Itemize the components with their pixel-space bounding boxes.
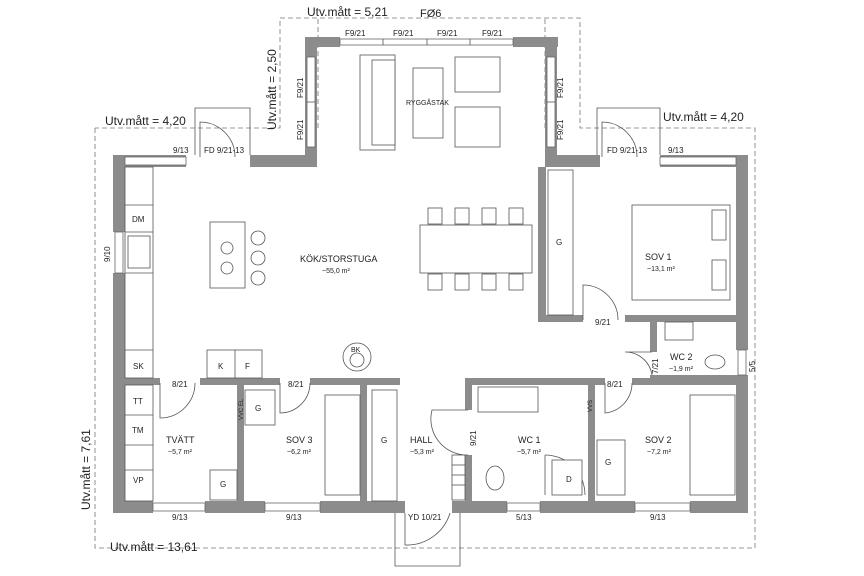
door-label: 8/21 xyxy=(288,380,304,389)
room-area: ~6,2 m² xyxy=(287,449,312,456)
window-label: 9/13 xyxy=(173,146,189,155)
room-labels: KÖK/STORSTUGA ~55,0 m² SOV 1 ~13,1 m² WC… xyxy=(166,252,694,456)
fixture-label: SK xyxy=(133,362,144,371)
fixture-label: D xyxy=(566,475,572,484)
window-label: F9/21 xyxy=(296,77,305,98)
top-depth-label: Utv.mått = 2,50 xyxy=(265,49,279,130)
fixture-label: G xyxy=(220,480,226,489)
fixture-label: TM xyxy=(132,426,144,435)
fixture-label: G xyxy=(381,436,387,445)
room-name: SOV 1 xyxy=(645,252,672,262)
fixture-label: K xyxy=(218,362,224,371)
window-label: F9/21 xyxy=(437,29,458,38)
dimension-labels: Utv.mått = 5,21 FØ6 Utv.mått = 4,20 Utv.… xyxy=(79,5,744,554)
window-label: 9/13 xyxy=(286,513,302,522)
window-label: F9/21 xyxy=(296,119,305,140)
room-name: TVÄTT xyxy=(166,435,195,445)
window-label: F9/21 xyxy=(556,77,565,98)
fixture-label: G xyxy=(605,458,611,467)
left-bay-label: Utv.mått = 4,20 xyxy=(105,114,186,128)
door-label: 8/21 xyxy=(172,380,188,389)
room-area: ~55,0 m² xyxy=(322,268,350,275)
furniture xyxy=(124,54,736,502)
room-name: SOV 3 xyxy=(286,435,313,445)
door-label: 9/21 xyxy=(595,318,611,327)
window-label: 5/5 xyxy=(748,360,757,372)
fixture-label: F xyxy=(245,362,250,371)
bay-windows xyxy=(306,38,556,148)
window-label: F9/21 xyxy=(556,119,565,140)
room-name: WC 2 xyxy=(670,352,693,362)
room-name: SOV 2 xyxy=(645,435,672,445)
window-label: 5/13 xyxy=(516,513,532,522)
right-bay-label: Utv.mått = 4,20 xyxy=(663,110,744,124)
room-area: ~5,3 m² xyxy=(410,449,435,456)
fixture-label: TT xyxy=(133,397,143,406)
door-label: YD 10/21 xyxy=(408,513,442,522)
room-name: WC 1 xyxy=(518,435,541,445)
fixture-label: G xyxy=(255,404,261,413)
fixture-label: DM xyxy=(132,215,145,224)
fixture-label: BK xyxy=(351,347,361,354)
window-label: 9/13 xyxy=(668,146,684,155)
table-label: RYGGÅSTAK xyxy=(406,98,449,107)
fixture-label: VP xyxy=(133,476,144,485)
room-area: ~13,1 m² xyxy=(647,266,675,273)
room-name: HALL xyxy=(410,435,433,445)
room-area: ~5,7 m² xyxy=(168,449,193,456)
fixture-labels: DM SK TT TM VP K F BK G G G G G D VVC EL… xyxy=(132,215,611,489)
top-width-label: Utv.mått = 5,21 xyxy=(307,5,388,19)
outer-height-label: Utv.mått = 7,61 xyxy=(79,429,93,510)
fixture-label: VVS xyxy=(588,400,594,412)
fixture-label: G xyxy=(556,238,562,247)
door-label: 8/21 xyxy=(607,380,623,389)
room-area: ~5,7 m² xyxy=(517,449,542,456)
fixture-label: VVC EL xyxy=(239,398,245,420)
fo6-label: FØ6 xyxy=(420,8,441,20)
window-label: F9/21 xyxy=(345,29,366,38)
window-label: 9/13 xyxy=(172,513,188,522)
door-label: FD 9/21-13 xyxy=(607,146,648,155)
door-label: FD 9/21-13 xyxy=(204,146,245,155)
door-label: 7/21 xyxy=(651,358,660,374)
window-labels: F9/21 F9/21 F9/21 F9/21 F9/21 F9/21 F9/2… xyxy=(103,29,757,522)
doors xyxy=(159,107,661,567)
window-label: 9/10 xyxy=(103,246,112,262)
window-label: F9/21 xyxy=(482,29,503,38)
window-label: 9/13 xyxy=(650,513,666,522)
room-name: KÖK/STORSTUGA xyxy=(300,254,377,264)
room-area: ~7,2 m² xyxy=(647,449,672,456)
window-label: F9/21 xyxy=(393,29,414,38)
room-area: ~1,9 m² xyxy=(669,366,694,373)
windows xyxy=(114,156,747,512)
outer-width-label: Utv.mått = 13,61 xyxy=(110,540,198,554)
door-label: 9/21 xyxy=(469,430,478,446)
